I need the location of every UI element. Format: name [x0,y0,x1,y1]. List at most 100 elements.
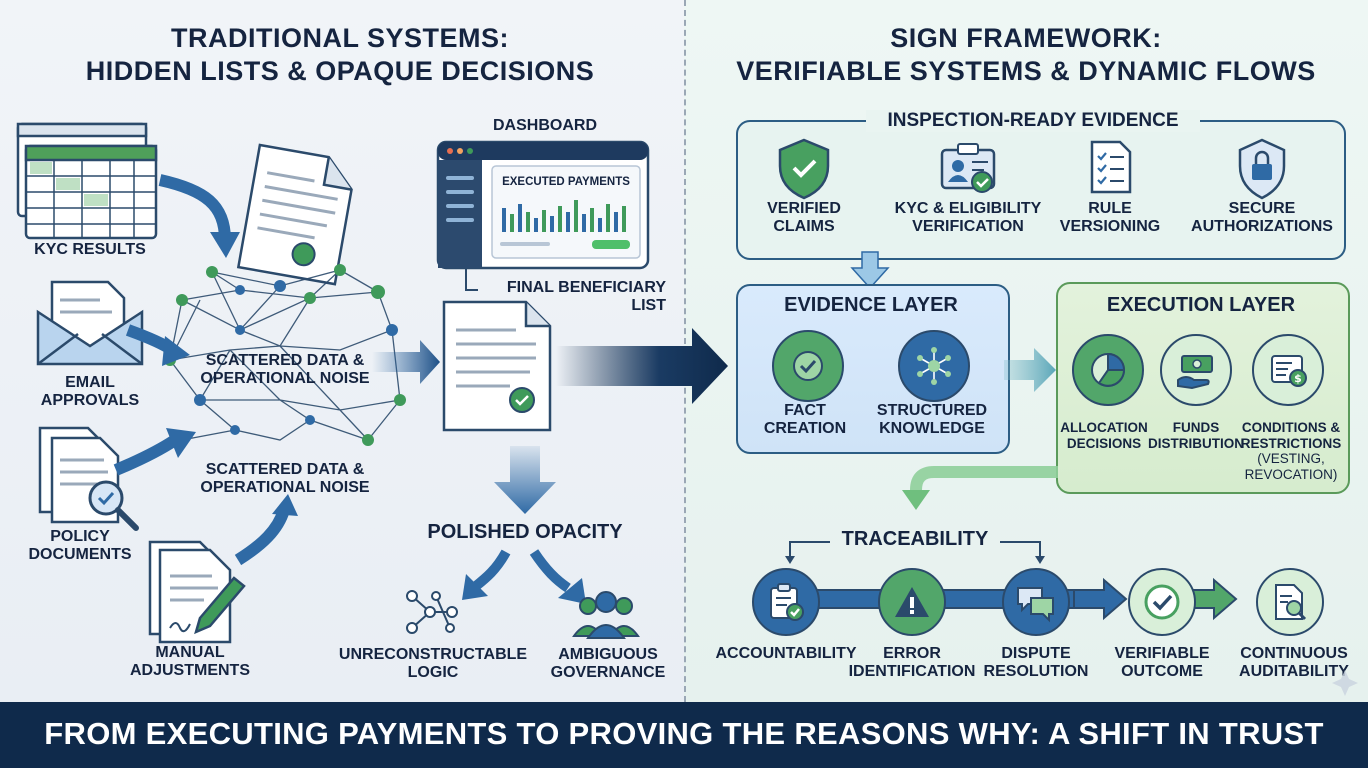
allocation-icon [1072,334,1144,406]
flow-step-verifiable-outcome [1128,568,1196,636]
conditions-restrictions-label: CONDITIONS & RESTRICTIONS (VESTING, REVO… [1238,420,1344,482]
allocation-line2: DECISIONS [1066,435,1142,451]
funds-line2: DISTRIBUTION [1148,435,1244,451]
kyc-results-label: KYC RESULTS [34,241,146,258]
evidence-item-secure-authorizations: SECURE AUTHORIZATIONS [1184,200,1340,237]
badge-check-icon [793,351,823,381]
evidence-layer-title: EVIDENCE LAYER [784,294,958,316]
fact-creation-line1: FACT [784,402,826,419]
flow-label-verifiable: VERIFIABLE OUTCOME [1104,645,1220,682]
evidence-to-execution-arrow [1004,348,1056,392]
flow-3-line2: OUTCOME [1121,663,1203,681]
contract-coin-icon: $ [1271,355,1307,387]
scattered-2-line2: OPERATIONAL NOISE [200,479,370,497]
warning-icon [895,587,929,617]
manual-adjustments-line2: ADJUSTMENTS [129,662,250,680]
executed-payments-label: EXECUTED PAYMENTS [502,176,630,188]
flow-label-dispute: DISPUTE RESOLUTION [976,645,1096,682]
clipboard-check-icon [770,583,804,621]
right-title-line1: SIGN FRAMEWORK: [890,23,1162,53]
conditions-line4: REVOCATION) [1244,466,1338,482]
flow-3-line1: VERIFIABLE [1114,645,1210,662]
policy-documents-label: POLICY DOCUMENTS [10,528,150,565]
left-diagram-graphics [16,122,728,644]
email-approvals-label: EMAIL APPROVALS [20,374,160,411]
scattered-1-line1: SCATTERED DATA & [205,352,365,369]
pie-chart-icon [1091,352,1126,387]
policy-documents-line2: DOCUMENTS [28,546,132,564]
policy-document-icon [38,426,139,531]
flow-0-line1: ACCOUNTABILITY [715,645,857,662]
ambiguous-governance-label: AMBIGUOUS GOVERNANCE [540,646,676,683]
chat-bubbles-icon [1017,587,1054,623]
hand-money-icon [1177,355,1213,390]
ambiguous-line2: GOVERNANCE [550,664,666,682]
evidence-item-3-line1: SECURE [1228,200,1296,217]
flow-label-accountability: ACCOUNTABILITY [708,645,864,663]
polished-opacity-label: POLISHED OPACITY [427,521,623,543]
evidence-item-0-line2: CLAIMS [773,218,835,236]
svg-text:$: $ [1294,372,1302,385]
inspection-ready-title: INSPECTION-READY EVIDENCE [866,110,1200,132]
inspection-to-evidence-arrow [850,251,890,290]
traceability-bracket [785,541,1045,564]
evidence-item-1-line1: KYC & ELIGIBILITY [894,200,1042,217]
evidence-item-3-line2: AUTHORIZATIONS [1191,218,1333,236]
flow-label-error: ERROR IDENTIFICATION [846,645,978,682]
conditions-icon: $ [1252,334,1324,406]
sparkle-icon [1332,670,1358,696]
broken-logic-icon [406,590,458,634]
shield-check-icon [778,138,830,200]
flow-2-line1: DISPUTE [1001,645,1071,662]
right-title: SIGN FRAMEWORK: VERIFIABLE SYSTEMS & DYN… [716,22,1336,88]
final-beneficiary-list-label: FINAL BENEFICIARY LIST [466,279,666,316]
scattered-2-line1: SCATTERED DATA & [205,461,365,478]
manual-adjustment-icon [148,540,246,644]
spreadsheet-icon [16,122,158,240]
dashboard-bar-chart [500,200,630,249]
conditions-line2: RESTRICTIONS [1240,435,1342,451]
flow-step-continuous-auditability [1256,568,1324,636]
evidence-icons [778,138,1286,200]
evidence-item-2-line2: VERSIONING [1059,218,1161,236]
conditions-line3: (VESTING, [1257,451,1325,467]
unreconstructable-logic-label: UNRECONSTRUCTABLE LOGIC [330,646,536,683]
flow-4-line2: AUDITABILITY [1239,663,1349,681]
flow-step-dispute [1002,568,1070,636]
structured-knowledge-label: STRUCTURED KNOWLEDGE [872,402,992,439]
structured-line2: KNOWLEDGE [879,420,985,438]
lock-shield-icon [1238,138,1286,200]
funds-icon [1160,334,1232,406]
funds-line1: FUNDS [1172,420,1220,435]
flow-step-error [878,568,946,636]
dashboard-window [436,140,650,270]
footer-text: FROM EXECUTING PAYMENTS TO PROVING THE R… [44,716,1324,751]
evidence-item-verified-claims: VERIFIED CLAIMS [744,200,864,237]
structured-line1: STRUCTURED [876,402,988,419]
evidence-item-rule-versioning: RULE VERSIONING [1050,200,1170,237]
id-card-icon [940,143,996,193]
policy-documents-line1: POLICY [50,528,110,545]
ambiguous-line1: AMBIGUOUS [558,646,658,663]
network-nodes [164,264,406,446]
checklist-icon [1090,140,1132,194]
flow-4-line1: CONTINUOUS [1240,645,1348,662]
flow-1-line1: ERROR [883,645,941,662]
document-search-icon [1275,584,1307,621]
check-circle-icon [1144,584,1180,620]
execution-layer-title: EXECUTION LAYER [1106,294,1296,316]
evidence-item-kyc-eligibility: KYC & ELIGIBILITY VERIFICATION [878,200,1058,237]
final-list-document-icon [442,300,552,432]
traceability-title: TRACEABILITY [841,528,989,550]
knowledge-graph-icon [917,347,951,385]
final-list-line1: FINAL BENEFICIARY [506,279,666,296]
funds-distribution-label: FUNDS DISTRIBUTION [1146,420,1246,451]
footer-banner [0,702,1368,768]
allocation-line1: ALLOCATION [1060,420,1148,435]
inspection-ready-box [736,120,1346,260]
flow-1-line2: IDENTIFICATION [848,663,976,681]
fact-creation-label: FACT CREATION [750,402,860,439]
email-approvals-line2: APPROVALS [40,392,140,410]
left-title: TRADITIONAL SYSTEMS: HIDDEN LISTS & OPAQ… [80,22,600,88]
email-approvals-line1: EMAIL [65,374,115,391]
